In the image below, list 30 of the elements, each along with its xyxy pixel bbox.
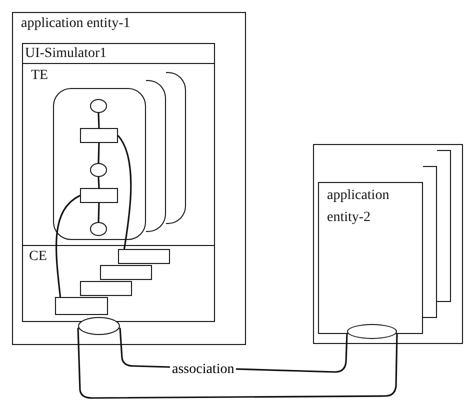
container-box (313, 144, 463, 344)
connector-line (77, 328, 398, 399)
connector-line (98, 112, 100, 128)
connector-line (98, 142, 100, 164)
entity-box (118, 249, 170, 264)
stacked-card (318, 182, 423, 334)
entity-box (55, 297, 108, 315)
state-circle (90, 163, 107, 177)
connector-line (117, 135, 132, 250)
container-box (22, 43, 215, 322)
rounded-card (53, 88, 146, 240)
box-title: UI-Simulator1 (25, 46, 107, 62)
transition-box (80, 188, 118, 203)
stacked-card (437, 150, 451, 302)
transition-box (80, 128, 118, 143)
state-circle (90, 99, 107, 113)
entity-box (80, 281, 132, 296)
rounded-card (146, 80, 166, 232)
entity-box (100, 265, 152, 280)
connector-line (98, 202, 100, 222)
connector-line (98, 176, 100, 188)
box-title: CE (29, 249, 47, 265)
rounded-card (166, 72, 186, 224)
connector-line (56, 194, 80, 298)
stacked-card (423, 166, 437, 318)
container-box (12, 12, 246, 345)
state-circle (90, 222, 107, 236)
box-title: application entity-1 (21, 16, 130, 32)
box-title: application entity-2 (327, 187, 390, 227)
box-title: TE (31, 68, 48, 84)
